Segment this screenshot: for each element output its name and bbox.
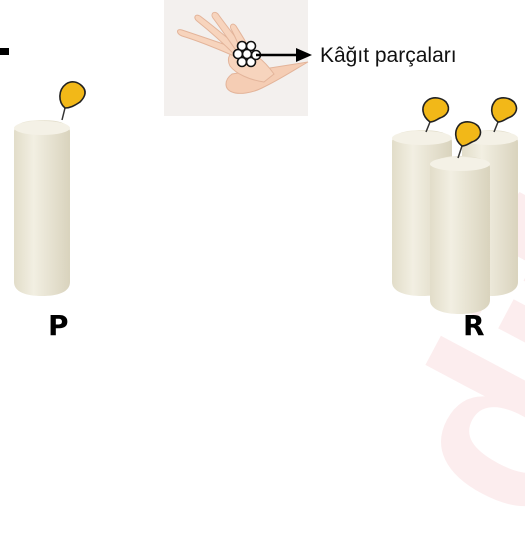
candles-drawing [0,0,525,343]
flame-icon [60,82,85,108]
candle-label-r: R [463,311,485,341]
flame-icon [423,98,449,122]
candle-label-p: P [48,311,69,341]
candle-p [14,82,85,296]
flame-icon [492,98,517,122]
experiment-illustration: difo K [0,0,525,343]
